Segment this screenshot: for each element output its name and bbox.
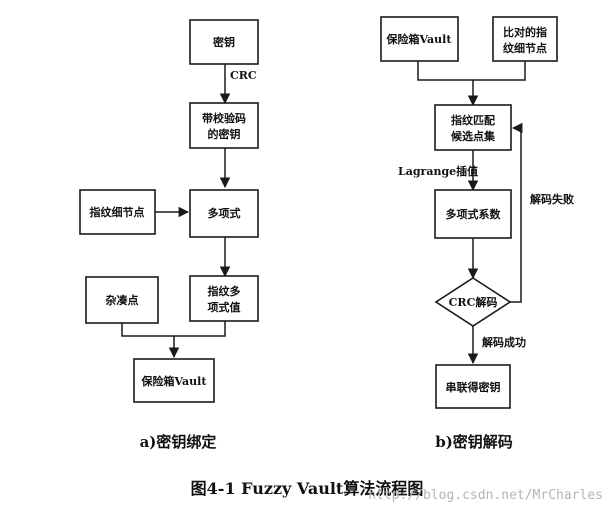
fp-poly-values-box (189, 275, 259, 322)
binding-caption: a)密钥绑定 (140, 433, 217, 451)
fp-poly-values-label-line2: 项式值 (208, 300, 241, 314)
decoding-flow: 保险箱Vault 比对的指 纹细节点 指纹匹配 候选点集 Lagrange插值 … (380, 16, 574, 451)
crc-edge-label: CRC (230, 69, 257, 82)
key-label: 密钥 (213, 35, 235, 49)
decode-success-edge-label: 解码成功 (482, 335, 526, 349)
key-with-check-box (189, 102, 259, 149)
fingerprint-nodes-box (79, 189, 156, 235)
decoding-vault-label: 保险箱Vault (386, 32, 453, 46)
decoding-vault-box (380, 16, 459, 62)
candidate-set-box (434, 104, 512, 151)
key-output-box (435, 364, 511, 409)
decoding-caption: b)密钥解码 (435, 433, 513, 451)
lagrange-edge-label: Lagrange插值 (398, 164, 478, 178)
fp-poly-values-label-line1: 指纹多 (208, 284, 241, 298)
key-box (189, 19, 259, 65)
compare-nodes-box (492, 16, 558, 62)
fingerprint-nodes-label: 指纹细节点 (90, 205, 145, 219)
compare-nodes-label-line2: 纹细节点 (503, 41, 547, 55)
key-output-label: 串联得密钥 (446, 380, 501, 394)
key-with-check-label-line2: 的密钥 (208, 127, 241, 141)
polynomial-box (189, 189, 259, 238)
watermark-text: http://blog.csdn.net/MrCharles (368, 488, 603, 503)
compare-nodes-label-line1: 比对的指 (503, 25, 547, 39)
crc-decode-diamond (434, 277, 512, 327)
poly-coeff-box (434, 189, 512, 239)
figure-title: 图4-1 Fuzzy Vault算法流程图 (191, 479, 424, 498)
candidate-set-label-line1: 指纹匹配 (451, 113, 495, 127)
crc-decode-label: CRC解码 (449, 295, 498, 309)
chaff-points-box (85, 276, 159, 324)
key-with-check-label-line1: 带校验码 (202, 111, 246, 125)
chaff-points-label: 杂凑点 (106, 293, 139, 307)
edge-fail-loop (510, 122, 523, 303)
polynomial-label: 多项式 (208, 206, 241, 220)
binding-vault-box (133, 358, 215, 403)
candidate-set-label-line2: 候选点集 (451, 129, 496, 143)
poly-coeff-label: 多项式系数 (446, 207, 502, 221)
decode-fail-edge-label: 解码失败 (530, 192, 574, 206)
binding-vault-label: 保险箱Vault (141, 374, 208, 388)
edge-inputs-merge (417, 61, 526, 81)
binding-flow: 密钥 CRC 带校验码 的密钥 指纹细节点 多项式 杂凑点 指纹多 项式值 保险… (79, 19, 259, 451)
